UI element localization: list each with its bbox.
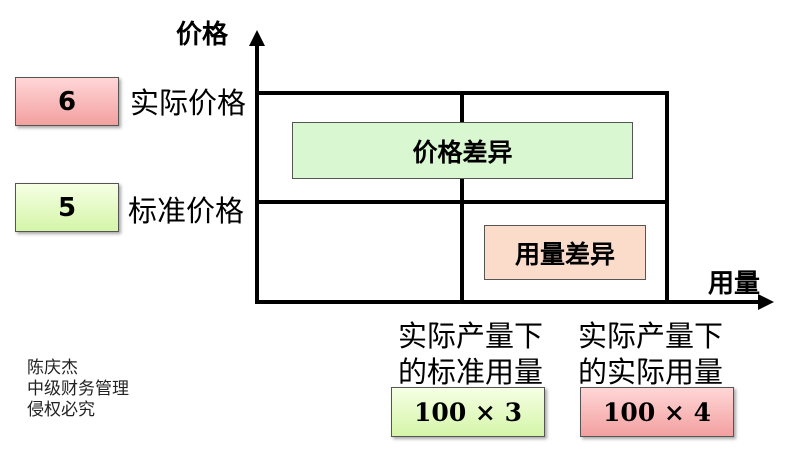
quantity-variance-region: 用量差异 bbox=[484, 225, 646, 280]
actual-quantity-label-1: 实际产量下 bbox=[578, 319, 724, 353]
actual-price-label: 实际价格 bbox=[130, 86, 247, 120]
x-axis-label: 用量 bbox=[708, 269, 761, 299]
standard-quantity-value: 100 × 3 bbox=[391, 387, 545, 437]
standard-quantity-label-1: 实际产量下 bbox=[398, 319, 544, 353]
actual-price-value: 6 bbox=[15, 77, 119, 126]
x-axis-arrow-icon bbox=[758, 294, 774, 310]
standard-quantity-line bbox=[460, 91, 464, 304]
credit-author: 陈庆杰 bbox=[27, 358, 78, 378]
y-axis-arrow-icon bbox=[249, 30, 265, 46]
price-variance-region: 价格差异 bbox=[292, 122, 633, 179]
credit-course: 中级财务管理 bbox=[27, 379, 129, 399]
x-axis bbox=[255, 300, 760, 304]
credit-copyright: 侵权必究 bbox=[27, 400, 95, 420]
standard-price-label: 标准价格 bbox=[128, 194, 245, 228]
standard-quantity-label-2: 的标准用量 bbox=[398, 355, 544, 389]
actual-quantity-label-2: 的实际用量 bbox=[578, 355, 724, 389]
actual-quantity-line bbox=[665, 91, 669, 304]
standard-price-value: 5 bbox=[15, 183, 119, 232]
credits: 陈庆杰 中级财务管理 侵权必究 bbox=[27, 358, 129, 421]
y-axis-label: 价格 bbox=[176, 20, 229, 50]
y-axis bbox=[255, 42, 259, 304]
actual-quantity-value: 100 × 4 bbox=[580, 387, 734, 437]
